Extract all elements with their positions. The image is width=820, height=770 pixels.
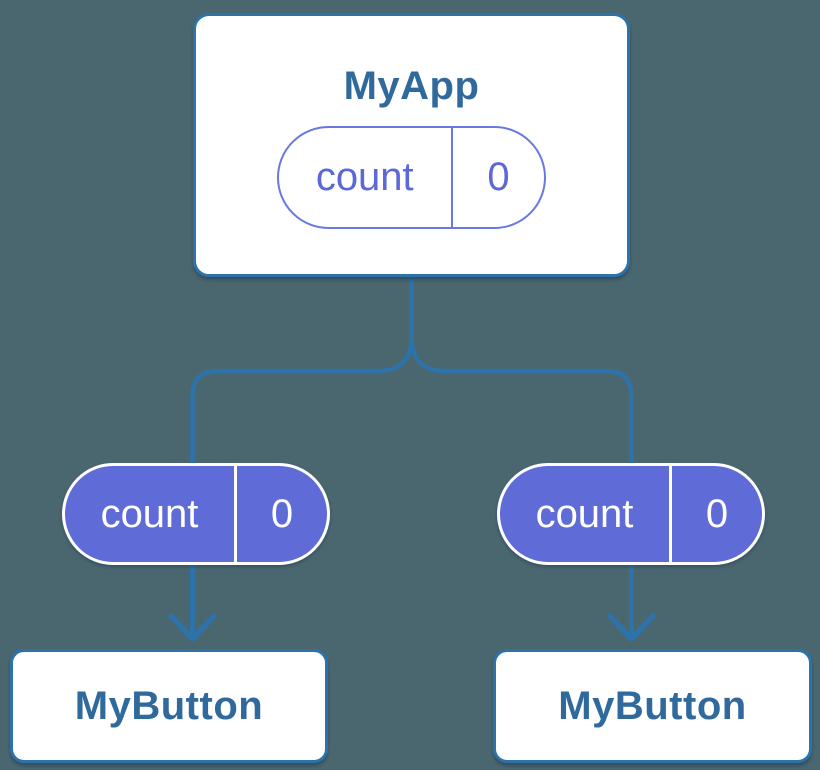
prop-pill-value: 0: [705, 491, 729, 536]
mybutton-card-left: MyButton: [10, 649, 328, 763]
mybutton-title: MyButton: [74, 684, 264, 728]
state-pill-value: 0: [487, 155, 510, 199]
myapp-title: MyApp: [343, 64, 480, 108]
branch-right-connector: [409, 278, 634, 470]
arrow-left-head-icon: [168, 613, 217, 642]
state-pill-divider: [450, 128, 453, 227]
myapp-state-pill: count 0: [277, 126, 546, 229]
prop-pill-name: count: [100, 491, 199, 536]
myapp-card: MyApp count 0: [193, 13, 630, 277]
prop-pill-name: count: [535, 491, 634, 536]
prop-pill-left: count 0: [62, 463, 330, 565]
arrow-right-head-icon: [607, 613, 656, 642]
prop-pill-value: 0: [270, 491, 294, 536]
prop-pill-right: count 0: [497, 463, 765, 565]
prop-pill-divider: [669, 466, 672, 562]
state-pill-name: count: [315, 155, 414, 199]
mybutton-title: MyButton: [558, 684, 747, 728]
prop-pill-divider: [234, 466, 237, 562]
branch-left-connector: [190, 278, 414, 470]
mybutton-card-right: MyButton: [493, 649, 812, 763]
